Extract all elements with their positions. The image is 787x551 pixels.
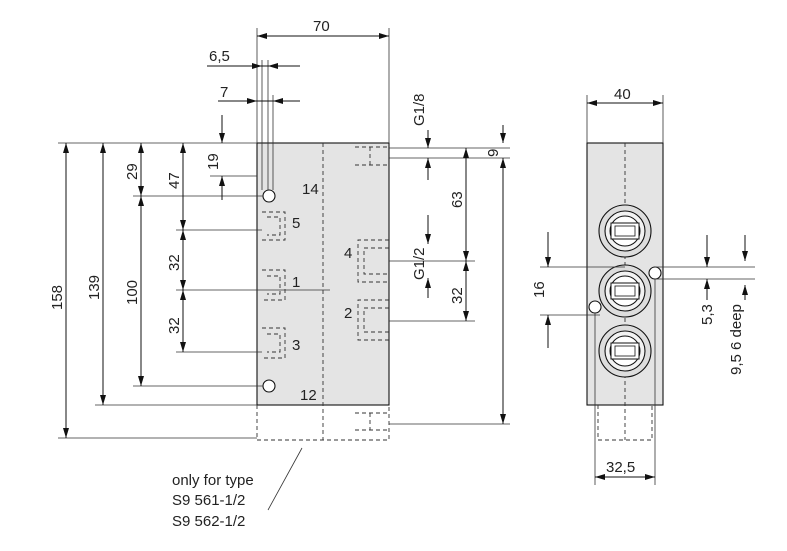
dim-158: 158 [49,285,66,310]
side-port-lower [598,324,652,378]
top-bore-hidden [355,146,389,166]
dim-19: 19 [205,153,222,170]
port-3-hidden [262,327,286,359]
dim-hole-depth: 9,5 6 deep [728,304,745,375]
dim-6-5: 6,5 [209,48,230,65]
dim-70: 70 [313,18,330,35]
thread-g1-2: G1/2 [411,247,428,280]
note-line-1: only for type [172,472,254,489]
dim-100: 100 [124,280,141,305]
port-5-hidden [262,211,286,241]
dim-7: 7 [220,84,228,101]
dim-32-right: 32 [449,287,466,304]
dim-40: 40 [614,86,631,103]
dim-32-lower: 32 [166,317,183,334]
dim-32-upper: 32 [166,254,183,271]
note-line-2: S9 561-1/2 [172,492,245,509]
note-line-3: S9 562-1/2 [172,513,245,530]
side-port-upper [598,204,652,258]
dim-29: 29 [124,163,141,180]
dim-5-3: 5,3 [699,304,716,325]
port-label-12: 12 [300,387,317,404]
port-label-1: 1 [292,274,300,291]
side-hole-left [588,300,602,314]
side-hole-right [648,266,662,280]
mounting-hole-top [262,189,276,203]
dim-63: 63 [449,191,466,208]
mounting-hole-bottom [262,379,276,393]
dim-47: 47 [166,172,183,189]
port-4-hidden [357,239,389,283]
port-label-2: 2 [344,305,352,322]
bottom-bore-hidden [355,412,389,431]
dim-32-5: 32,5 [606,459,635,476]
port-label-3: 3 [292,337,300,354]
port-label-4: 4 [344,245,352,262]
port-1-hidden [262,269,286,301]
thread-g1-8: G1/8 [411,93,428,126]
front-view: 14 5 1 3 12 4 2 70 6,5 7 [49,18,510,530]
dim-16: 16 [531,281,548,298]
port-label-5: 5 [292,215,300,232]
side-port-middle [598,264,652,318]
side-view: 40 16 5,3 9,5 6 deep 32,5 [531,86,755,485]
port-label-14: 14 [302,181,319,198]
port-2-hidden [357,299,389,341]
dim-9: 9 [485,149,502,157]
dim-139: 139 [86,275,103,300]
